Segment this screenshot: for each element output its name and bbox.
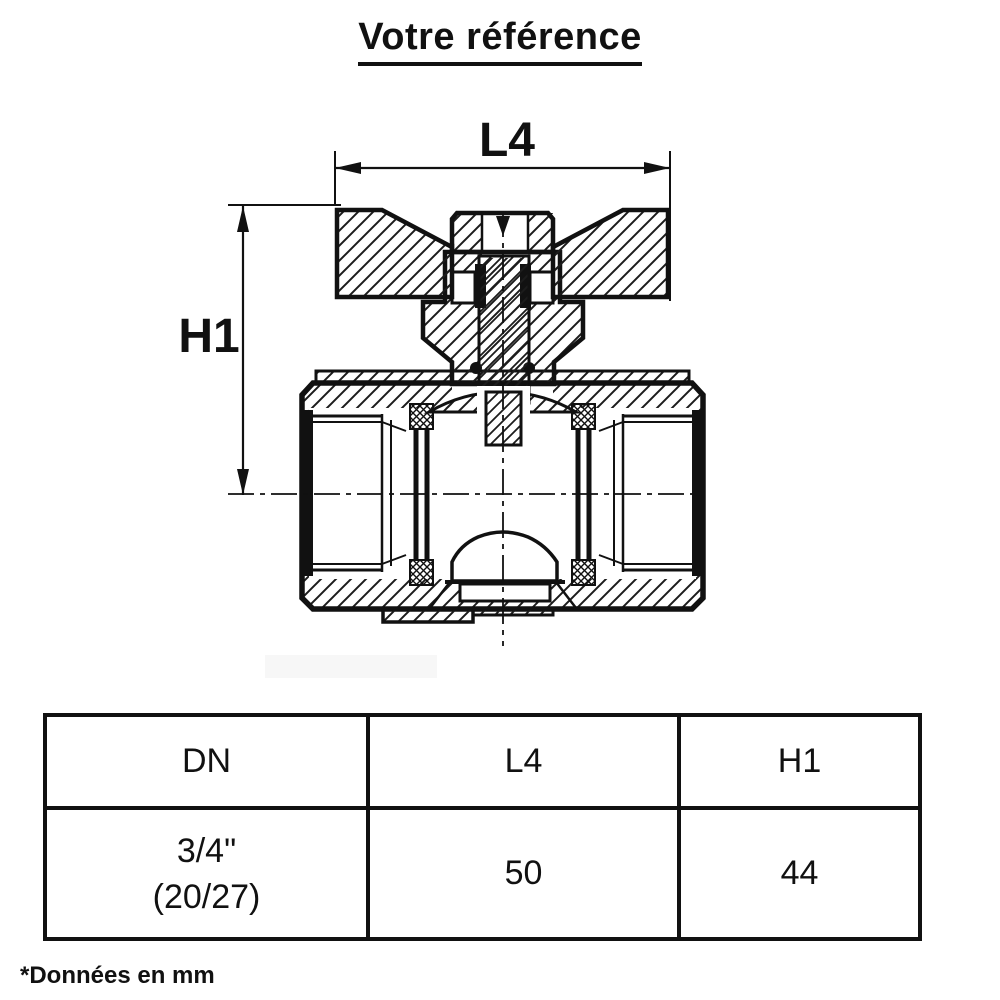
table-cell-h1: 44	[677, 806, 922, 941]
butterfly-handle	[334, 207, 671, 300]
page-title-text: Votre référence	[358, 16, 642, 66]
table-cell-dn: 3/4" (20/27)	[43, 806, 370, 941]
dimension-l4: L4	[334, 114, 671, 301]
right-end-wall	[692, 410, 703, 576]
left-threaded-port	[313, 414, 407, 572]
table-header-l4: L4	[366, 713, 681, 810]
dimensions-table: DN L4 H1 3/4" (20/27) 50 44	[43, 713, 922, 941]
units-footnote: *Données en mm	[20, 962, 215, 989]
left-end-wall	[302, 410, 313, 576]
bottom-boss	[381, 607, 475, 624]
dimension-h1: H1	[178, 204, 341, 495]
dn-value-line2: (20/27)	[152, 877, 261, 916]
dn-value-line1: 3/4"	[176, 831, 237, 870]
table-header-h1: H1	[677, 713, 922, 810]
right-threaded-port	[598, 414, 692, 572]
table-header-dn: DN	[43, 713, 370, 810]
centerlines	[228, 211, 701, 646]
valve-stem	[477, 216, 531, 448]
smudge-artifact	[265, 655, 437, 678]
handle-right-wing	[550, 207, 671, 300]
dim-label-h1: H1	[178, 310, 239, 363]
stem-cap-nut	[449, 210, 556, 255]
handle-left-wing	[334, 207, 455, 300]
dim-label-l4: L4	[479, 114, 535, 167]
valve-seats	[409, 403, 596, 586]
table-header-row: DN L4 H1	[43, 713, 922, 810]
ball-bottom	[429, 530, 577, 609]
table-data-row: 3/4" (20/27) 50 44	[43, 806, 922, 941]
bottom-step	[471, 607, 555, 617]
table-cell-l4: 50	[366, 806, 681, 941]
page-title: Votre référence	[0, 16, 1000, 66]
